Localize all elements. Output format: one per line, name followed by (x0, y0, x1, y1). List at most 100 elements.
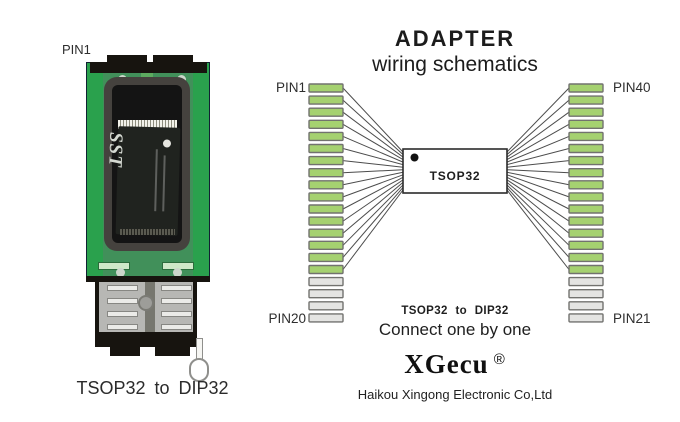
pin-right-9 (568, 180, 604, 190)
wire-right-5 (506, 135, 570, 163)
wire-left-10 (342, 174, 404, 198)
top-tab-left (107, 55, 147, 64)
dip-slot (161, 285, 192, 291)
wire-right-14 (506, 184, 570, 246)
label-pin20: PIN20 (268, 311, 306, 326)
wires (342, 87, 570, 270)
pin-right-12 (568, 216, 604, 226)
wire-left-9 (342, 171, 404, 186)
pin-left-9 (308, 180, 344, 190)
wire-left-8 (342, 169, 404, 174)
title-line2: wiring schematics (372, 53, 538, 76)
pin-right-6 (568, 143, 604, 154)
pin-left-18 (308, 289, 344, 299)
footer-subtitle-bold: TSOP32 to DIP32 (401, 305, 509, 317)
wire-left-12 (342, 179, 404, 222)
photo-caption: TSOP32 to DIP32 (76, 378, 229, 398)
registered-trademark-icon: ® (493, 351, 506, 368)
pcb-edge-right (193, 63, 209, 280)
top-tab-right (153, 55, 193, 64)
wire-right-1 (506, 87, 570, 153)
dip-slot (107, 285, 138, 291)
pins (308, 83, 604, 323)
pin-right-7 (568, 155, 604, 166)
pcb-pad-left (98, 262, 130, 270)
wire-left-7 (342, 160, 404, 168)
wire-right-11 (506, 176, 570, 210)
wire-right-13 (506, 182, 570, 234)
wire-left-1 (342, 87, 404, 153)
pin-left-4 (308, 119, 344, 130)
label-pin1: PIN1 (275, 80, 306, 95)
pin-left-1 (308, 83, 344, 93)
lever-handle (189, 358, 209, 382)
pin-left-20 (308, 313, 344, 323)
tsop32-box-label: TSOP32 (429, 168, 481, 183)
dip-slot (161, 311, 192, 317)
pcb-edge-left (87, 63, 103, 280)
pin-left-2 (308, 95, 344, 105)
pin-left-5 (308, 131, 344, 142)
pin-left-13 (308, 228, 344, 238)
dip-socket-body (95, 278, 197, 336)
pin-right-8 (568, 167, 604, 178)
pin-right-4 (568, 119, 604, 130)
screw-hole-bottom-right (173, 268, 182, 277)
screw-hole-bottom-left (116, 268, 125, 277)
pin-left-10 (308, 192, 344, 202)
wire-right-2 (506, 99, 570, 155)
pin-left-8 (308, 167, 344, 178)
wire-left-3 (342, 111, 404, 158)
pin-right-15 (568, 252, 604, 263)
pin-right-2 (568, 95, 604, 105)
pin-right-3 (568, 107, 604, 117)
pin-left-3 (308, 107, 344, 117)
title-block: ADAPTER wiring schematics (330, 26, 580, 77)
pin-left-15 (308, 252, 344, 263)
pin-left-19 (308, 301, 344, 311)
company-name: Haikou Xingong Electronic Co,Ltd (357, 387, 553, 402)
bottom-tab-right (155, 346, 190, 356)
wire-left-5 (342, 135, 404, 163)
dip-slot (107, 324, 138, 330)
bottom-tab-left (110, 346, 140, 356)
footer-subtitle: Connect one by one (378, 320, 532, 339)
pin-right-20 (568, 313, 604, 323)
photo-pin1-label: PIN1 (62, 42, 91, 57)
dip-center-screw (138, 295, 154, 311)
tsop32-box (402, 148, 508, 194)
wire-right-6 (506, 148, 570, 166)
pin-right-11 (568, 204, 604, 214)
wire-left-16 (342, 189, 404, 270)
pin-right-17 (568, 276, 604, 287)
pin-right-5 (568, 131, 604, 142)
dip-slot (107, 311, 138, 317)
dip-slot (161, 298, 192, 304)
tsop-socket: SST (104, 77, 190, 251)
brand-logo: XGecu® (330, 349, 580, 380)
pin-right-14 (568, 240, 604, 251)
pcb-top-bar (90, 62, 207, 73)
pin-right-10 (568, 192, 604, 202)
dip-slot (161, 324, 192, 330)
wire-right-12 (506, 179, 570, 222)
pin-left-7 (308, 155, 344, 166)
brand-text: XGecu (404, 349, 489, 379)
pin-left-16 (308, 264, 344, 275)
footer-block: TSOP32 to DIP32 Connect one by one XGecu… (330, 305, 580, 402)
title-line1: ADAPTER (394, 26, 516, 51)
wire-left-13 (342, 182, 404, 234)
wire-right-3 (506, 111, 570, 158)
chip-leads-bottom (120, 229, 175, 235)
pin-left-11 (308, 204, 344, 214)
pin-right-16 (568, 264, 604, 275)
pin-left-14 (308, 240, 344, 251)
wire-left-14 (342, 184, 404, 246)
dip-slot (107, 298, 138, 304)
pin-left-12 (308, 216, 344, 226)
wire-left-15 (342, 187, 404, 258)
pin-right-19 (568, 301, 604, 311)
wire-left-4 (342, 123, 404, 161)
pin-right-1 (568, 83, 604, 93)
